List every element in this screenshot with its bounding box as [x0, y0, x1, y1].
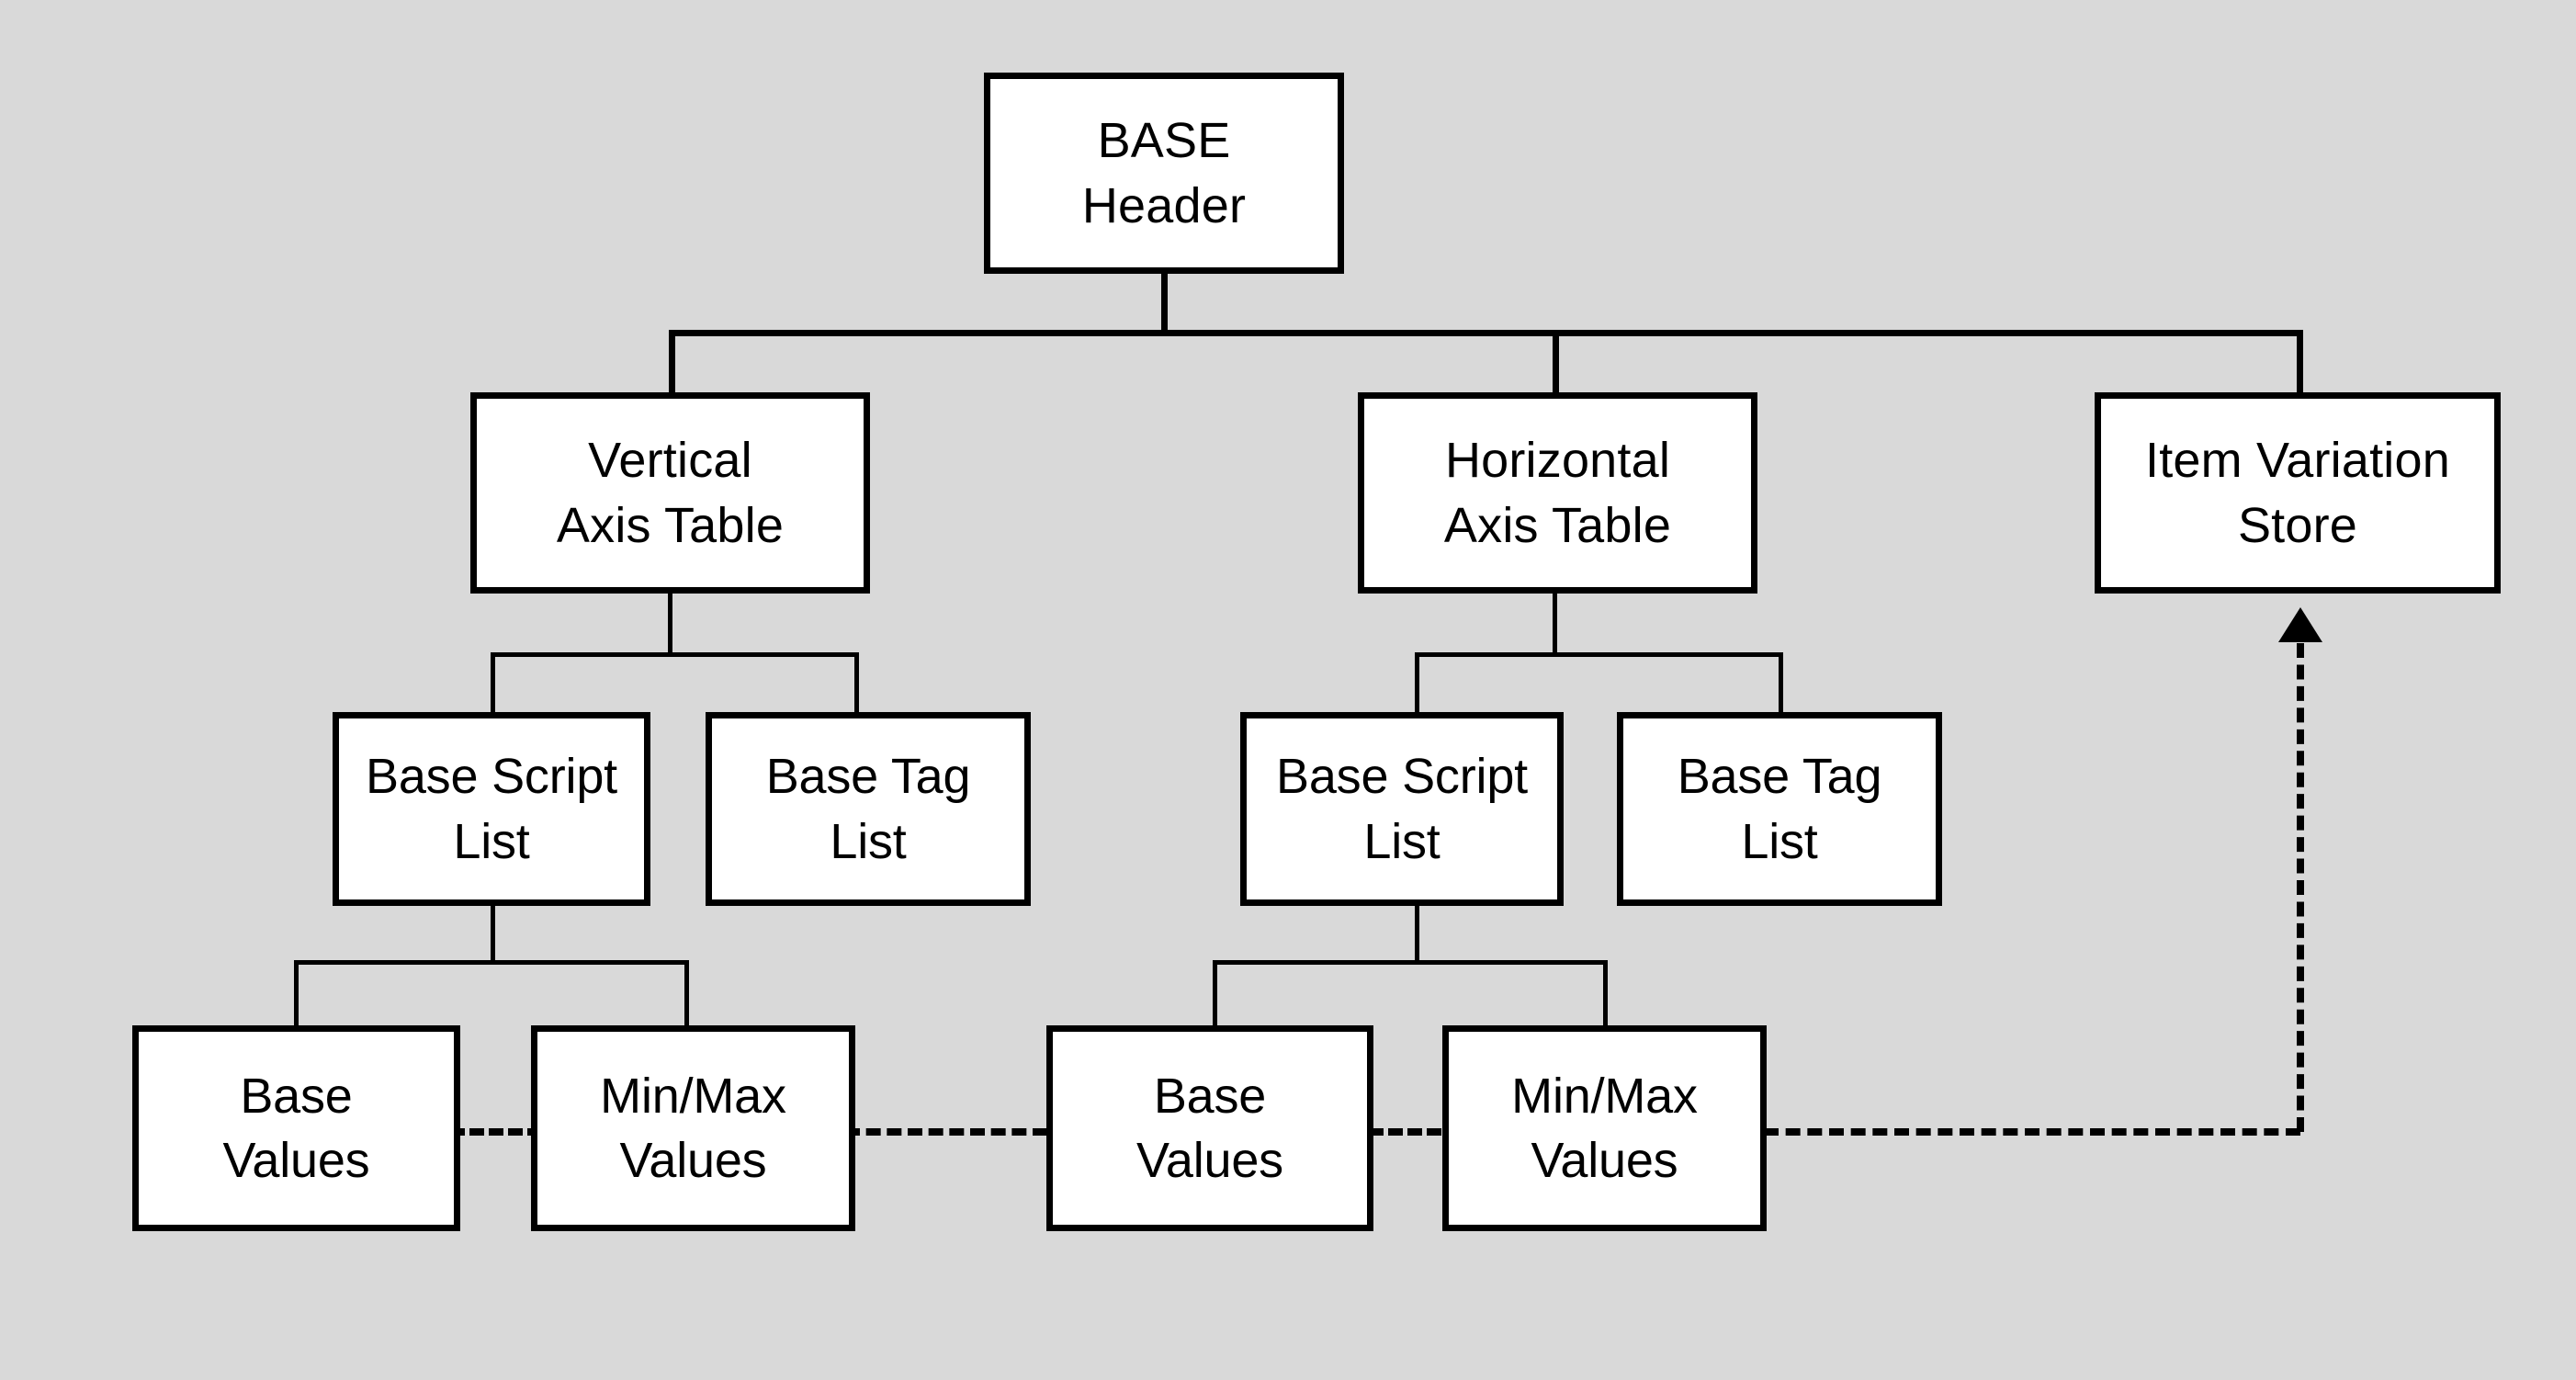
node-vertical-axis-table-line-1: Vertical — [588, 433, 752, 489]
arrowhead-item-variation-store — [2278, 607, 2322, 642]
node-v-minmax-values-line-1: Min/Max — [600, 1068, 786, 1124]
node-base-header-line-1: BASE — [1097, 113, 1231, 169]
node-h-base-script-list-line-2: List — [1363, 813, 1441, 869]
edge-h-values-bus — [1213, 960, 1608, 965]
node-item-variation-store-line-1: Item Variation — [2145, 433, 2450, 489]
edge-vertical-axis-table-stem — [668, 594, 672, 654]
node-item-variation-store-line-2: Store — [2237, 497, 2358, 553]
node-v-base-tag-list[interactable]: Base Tag List — [706, 712, 1031, 906]
node-h-base-script-list-line-1: Base Script — [1276, 749, 1528, 805]
edge-bus-to-vertical-axis-table — [669, 330, 675, 394]
edge-to-h-minmax-values — [1603, 960, 1608, 1027]
edge-to-h-base-values — [1213, 960, 1217, 1027]
edge-h-base-script-list-stem — [1415, 905, 1419, 962]
edge-v-values-bus — [294, 960, 689, 965]
edge-to-h-base-tag-list — [1779, 652, 1783, 714]
node-v-base-values-line-2: Values — [222, 1133, 370, 1188]
node-base-header-line-2: Header — [1081, 177, 1247, 233]
edge-to-v-base-script-list — [491, 652, 495, 714]
node-h-base-tag-list-line-1: Base Tag — [1677, 749, 1882, 805]
edge-horizontal-axis-table-stem — [1553, 594, 1557, 654]
edge-bus-to-horizontal-axis-table — [1553, 330, 1559, 394]
edge-vertical-axis-bus — [491, 652, 858, 657]
node-horizontal-axis-table[interactable]: Horizontal Axis Table — [1358, 392, 1757, 594]
node-h-base-tag-list-line-2: List — [1741, 813, 1818, 869]
node-h-base-values-line-1: Base — [1153, 1068, 1267, 1124]
edge-bus-to-item-variation-store — [2297, 330, 2303, 394]
node-vertical-axis-table[interactable]: Vertical Axis Table — [470, 392, 870, 594]
node-v-base-values-line-1: Base — [240, 1068, 353, 1124]
edge-level1-bus — [669, 330, 2303, 336]
edge-to-v-minmax-values — [684, 960, 689, 1027]
node-v-minmax-values[interactable]: Min/Max Values — [531, 1025, 855, 1231]
edge-horizontal-axis-bus — [1415, 652, 1782, 657]
node-v-base-script-list[interactable]: Base Script List — [333, 712, 650, 906]
node-horizontal-axis-table-line-1: Horizontal — [1444, 433, 1671, 489]
node-v-minmax-values-line-2: Values — [619, 1133, 767, 1188]
node-horizontal-axis-table-line-2: Axis Table — [1443, 497, 1672, 553]
node-vertical-axis-table-line-2: Axis Table — [556, 497, 785, 553]
node-h-minmax-values[interactable]: Min/Max Values — [1442, 1025, 1767, 1231]
edge-to-v-base-values — [294, 960, 299, 1027]
node-h-base-values[interactable]: Base Values — [1046, 1025, 1373, 1231]
edge-base-header-stem — [1161, 274, 1168, 336]
dashed-link-h-minmax-to-item-variation-store — [1764, 1128, 2300, 1136]
edge-to-v-base-tag-list — [854, 652, 859, 714]
node-h-minmax-values-line-1: Min/Max — [1511, 1068, 1698, 1124]
dashed-link-vertical-riser-to-item-variation-store — [2297, 643, 2304, 1132]
node-h-minmax-values-line-2: Values — [1531, 1133, 1678, 1188]
node-base-header[interactable]: BASE Header — [984, 73, 1344, 274]
edge-v-base-script-list-stem — [491, 905, 495, 962]
dashed-link-v-minmax-to-h-base — [845, 1128, 1047, 1136]
node-v-base-tag-list-line-1: Base Tag — [765, 749, 971, 805]
node-v-base-script-list-line-2: List — [453, 813, 530, 869]
node-h-base-script-list[interactable]: Base Script List — [1240, 712, 1564, 906]
node-item-variation-store[interactable]: Item Variation Store — [2095, 392, 2501, 594]
dashed-link-v-base-to-v-minmax — [450, 1128, 542, 1136]
node-h-base-tag-list[interactable]: Base Tag List — [1617, 712, 1942, 906]
node-h-base-values-line-2: Values — [1136, 1133, 1283, 1188]
node-v-base-values[interactable]: Base Values — [132, 1025, 460, 1231]
dashed-link-h-base-to-h-minmax — [1369, 1128, 1461, 1136]
node-v-base-tag-list-line-2: List — [830, 813, 907, 869]
node-v-base-script-list-line-1: Base Script — [366, 749, 617, 805]
edge-to-h-base-script-list — [1415, 652, 1419, 714]
